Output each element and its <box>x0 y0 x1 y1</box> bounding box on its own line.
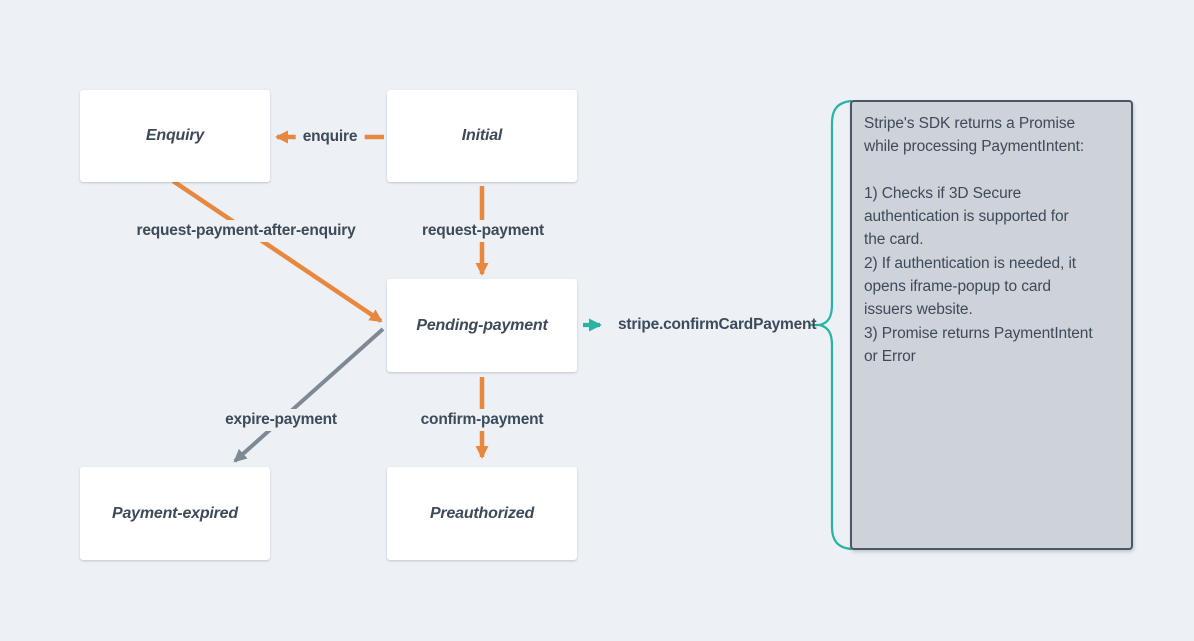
state-label: Preauthorized <box>429 504 535 522</box>
transition-label-enquire: enquire <box>295 126 365 148</box>
state-pending-payment: Pending-payment <box>387 279 577 372</box>
arrow-request-payment-after-enquiry <box>171 179 383 323</box>
transition-label-request-payment: request-payment <box>415 220 551 242</box>
state-label: Payment-expired <box>112 504 238 522</box>
curly-brace-icon <box>816 99 853 551</box>
state-enquiry: Enquiry <box>80 90 270 182</box>
state-preauthorized: Preauthorized <box>387 467 577 560</box>
callout-label-stripe-confirm-card-payment: stripe.confirmCardPayment <box>618 316 817 333</box>
note-text: Stripe's SDK returns a Promise while pro… <box>864 115 1093 365</box>
arrow-expire-payment <box>233 327 385 463</box>
note-box: Stripe's SDK returns a Promise while pro… <box>850 100 1133 550</box>
transition-label-confirm-payment: confirm-payment <box>413 409 551 431</box>
transition-label-expire-payment: expire-payment <box>218 409 344 431</box>
state-payment-expired: Payment-expired <box>80 467 270 560</box>
transition-label-request-payment-after-enquiry: request-payment-after-enquiry <box>129 220 363 242</box>
state-initial: Initial <box>387 90 577 182</box>
state-label: Initial <box>461 127 503 144</box>
state-label: Enquiry <box>145 127 205 144</box>
state-label: Pending-payment <box>416 316 548 334</box>
